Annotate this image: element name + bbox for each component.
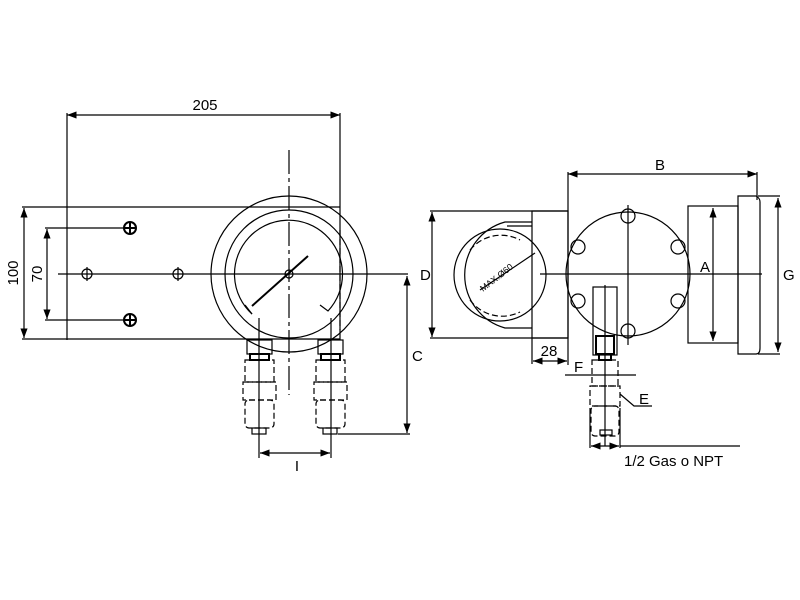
gauge-front	[210, 195, 368, 353]
dial-size-label: MAX.Ø60	[478, 262, 515, 294]
left-fitting	[242, 318, 277, 458]
c-dimension-label: C	[412, 348, 423, 365]
flange	[565, 205, 691, 345]
gauge-needle	[251, 255, 309, 307]
e-leader-line	[619, 393, 652, 407]
side-view: B D MAX.Ø60 28	[420, 157, 795, 470]
e-dimension-label: E	[639, 391, 649, 408]
f-dimension-label: F	[574, 359, 583, 376]
connection-label: 1/2 Gas o NPT	[624, 453, 723, 470]
height-dimension-label: 100	[5, 260, 22, 285]
bolt-icon	[123, 313, 137, 327]
d-dimension-label: D	[420, 267, 431, 284]
g-dimension-label: G	[783, 267, 795, 284]
b-dimension-label: B	[655, 157, 665, 174]
front-view: 205 100 70	[5, 97, 423, 475]
depth-dimension-label: 28	[541, 343, 558, 360]
a-dimension-label: A	[700, 259, 710, 276]
side-fitting	[589, 285, 621, 450]
bolt-spacing-label: 70	[29, 266, 46, 283]
i-dimension-label: I	[295, 458, 299, 475]
right-fitting	[313, 318, 348, 458]
bolt-icon	[123, 221, 137, 235]
width-dimension-label: 205	[192, 97, 217, 114]
